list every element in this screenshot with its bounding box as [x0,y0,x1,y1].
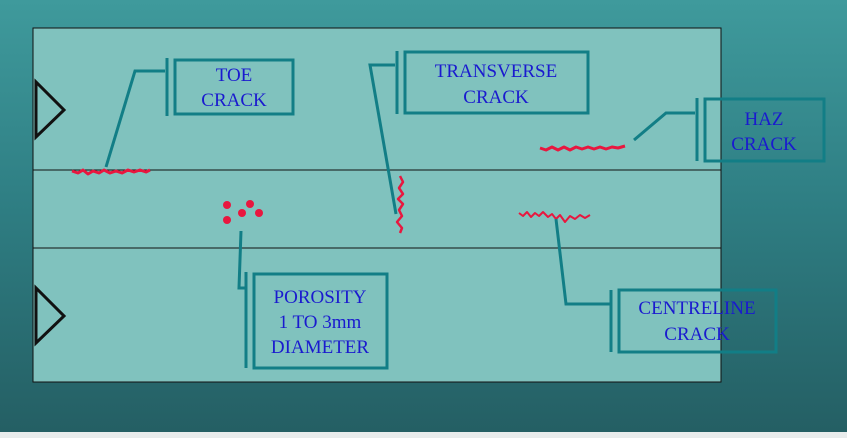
porosity-leader [237,230,246,290]
toe-crack-leader [104,69,165,168]
porosity-pore [238,209,246,217]
toe-crack-label-line1: TOE [216,65,253,86]
haz-crack-mark [539,144,626,152]
haz-crack-label-line1: HAZ [744,109,783,130]
transverse-crack-mark [395,175,405,234]
porosity-pore [255,209,263,217]
haz-crack-leader [633,111,695,142]
transverse-crack-label-box [403,50,590,115]
haz-crack-label-line2: CRACK [731,134,797,155]
transverse-crack-label-line2: CRACK [463,87,529,108]
centreline-crack-label-line1: CENTRELINE [638,298,755,319]
porosity-label-line3: DIAMETER [271,337,369,358]
haz-crack-label-box [703,97,826,163]
porosity-label-line2: 1 TO 3mm [279,312,362,333]
transverse-crack-label-line1: TRANSVERSE [435,61,557,82]
porosity-label-line1: POROSITY [274,287,367,308]
transverse-crack-leader [368,63,398,215]
porosity-label-box [252,272,389,370]
toe-crack-mark [71,168,151,176]
weld-prep-triangle-lower [34,284,67,347]
centreline-crack-label-box [617,288,778,354]
weld-plate [32,27,722,383]
weld-prep-triangle-upper [34,78,67,141]
porosity-pore [246,200,254,208]
toe-crack-label-line2: CRACK [201,90,267,111]
porosity-pore [223,201,231,209]
porosity-pore [223,216,231,224]
bottom-strip [0,432,847,438]
toe-crack-label-box [173,58,295,116]
centreline-crack-mark [518,211,591,223]
centreline-crack-leader [554,218,610,306]
centreline-crack-label-line2: CRACK [664,324,730,345]
